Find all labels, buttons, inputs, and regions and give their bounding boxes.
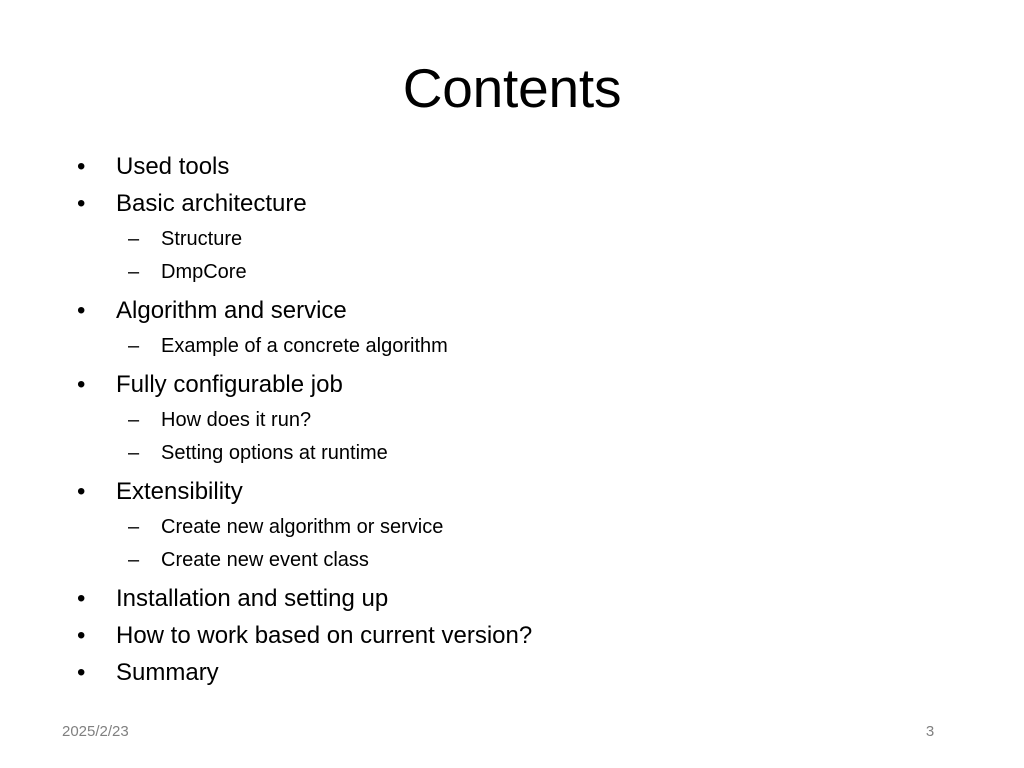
bullet-dot-icon: • <box>77 622 86 649</box>
list-item[interactable]: • Basic architecture <box>60 189 960 226</box>
list-item-label: Create new algorithm or service <box>161 516 444 538</box>
list-item[interactable]: – How does it run? <box>60 407 960 440</box>
list-item-label: Example of a concrete algorithm <box>161 335 448 357</box>
list-item[interactable]: • Extensibility <box>60 477 960 514</box>
list-item[interactable]: • Used tools <box>60 152 960 189</box>
list-item-label: Extensibility <box>116 478 243 505</box>
bullet-dot-icon: • <box>77 371 86 398</box>
list-item[interactable]: – Create new algorithm or service <box>60 514 960 547</box>
list-item-label: Setting options at runtime <box>161 442 388 464</box>
list-item[interactable]: – Setting options at runtime <box>60 440 960 473</box>
list-item-label: Used tools <box>116 153 230 180</box>
bullet-dot-icon: • <box>77 585 86 612</box>
bullet-dash-icon: – <box>128 516 140 538</box>
list-item-label: Algorithm and service <box>116 297 347 324</box>
list-item[interactable]: – Structure <box>60 226 960 259</box>
list-item-label: Fully configurable job <box>116 371 343 398</box>
bullet-dash-icon: – <box>128 228 140 250</box>
bullet-dash-icon: – <box>128 442 140 464</box>
list-item[interactable]: • How to work based on current version? <box>60 621 960 658</box>
page-title: Contents <box>402 57 622 119</box>
list-item-label: How does it run? <box>161 409 312 431</box>
bullet-dot-icon: • <box>77 478 86 505</box>
list-item-label: Installation and setting up <box>116 585 389 612</box>
contents-outline-list: • Used tools • Basic architecture – Stru… <box>60 152 960 695</box>
list-item[interactable]: – DmpCore <box>60 259 960 292</box>
bullet-dash-icon: – <box>128 409 140 431</box>
list-item[interactable]: • Fully configurable job <box>60 370 960 407</box>
list-item[interactable]: • Summary <box>60 658 960 695</box>
footer-date: 2025/2/23 <box>62 723 129 740</box>
bullet-dash-icon: – <box>128 549 140 571</box>
list-item[interactable]: – Example of a concrete algorithm <box>60 333 960 366</box>
bullet-dash-icon: – <box>128 335 140 357</box>
bullet-dot-icon: • <box>77 297 86 324</box>
bullet-dot-icon: • <box>77 153 86 180</box>
bullet-dot-icon: • <box>77 190 86 217</box>
list-item[interactable]: – Create new event class <box>60 547 960 580</box>
list-item-label: Summary <box>116 659 219 686</box>
footer-page-number: 3 <box>925 723 935 740</box>
list-item-label: How to work based on current version? <box>116 622 533 649</box>
list-item-label: Create new event class <box>161 549 369 571</box>
list-item-label: DmpCore <box>161 261 247 283</box>
list-item-label: Basic architecture <box>116 190 307 217</box>
list-item[interactable]: • Algorithm and service <box>60 296 960 333</box>
bullet-dash-icon: – <box>128 261 140 283</box>
list-item[interactable]: • Installation and setting up <box>60 584 960 621</box>
list-item-label: Structure <box>161 228 243 250</box>
bullet-dot-icon: • <box>77 659 86 686</box>
